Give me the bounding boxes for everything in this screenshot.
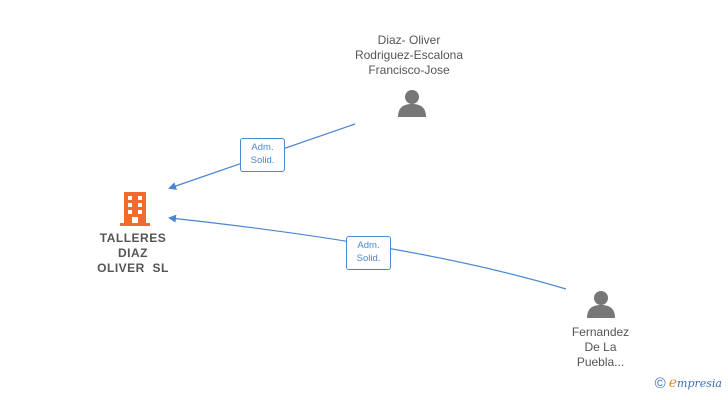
brand-rest: mpresia bbox=[677, 377, 722, 390]
person-name-1-line-1: Diaz- Oliver bbox=[377, 33, 441, 47]
copyright-icon: © bbox=[654, 375, 666, 392]
person-name-2-line-1: Fernandez bbox=[571, 325, 630, 339]
edge-label-1-line-2: Solid. bbox=[250, 155, 275, 166]
edge-label-1: Adm. Solid. bbox=[240, 138, 285, 172]
company-name-line-1: TALLERES bbox=[99, 231, 167, 245]
brand-logo: empresia bbox=[668, 375, 722, 391]
edge-label-2: Adm. Solid. bbox=[346, 236, 391, 270]
person-icon[interactable] bbox=[397, 89, 427, 117]
brand-initial: e bbox=[668, 375, 678, 391]
person-name-2[interactable]: Fernandez De La Puebla... bbox=[548, 325, 653, 370]
person-name-1-line-2: Rodriguez-Escalona bbox=[354, 48, 464, 62]
person-name-1[interactable]: Diaz- Oliver Rodriguez-Escalona Francisc… bbox=[334, 33, 484, 78]
person-icon[interactable] bbox=[586, 290, 616, 318]
edge-label-2-line-1: Adm. bbox=[357, 240, 380, 251]
building-icon[interactable] bbox=[120, 192, 150, 226]
company-name[interactable]: TALLERES DIAZ OLIVER SL bbox=[78, 231, 188, 276]
company-name-line-2: DIAZ bbox=[118, 246, 148, 260]
edge-label-2-line-2: Solid. bbox=[356, 253, 381, 264]
person-name-2-line-2: De La bbox=[584, 340, 617, 354]
company-name-line-3: OLIVER SL bbox=[97, 261, 169, 275]
edge-label-1-line-1: Adm. bbox=[251, 142, 274, 153]
person-name-1-line-3: Francisco-Jose bbox=[368, 63, 450, 77]
edge-line-person2-company bbox=[168, 214, 567, 290]
footer-brand[interactable]: © empresia bbox=[655, 375, 722, 392]
person-name-2-line-3: Puebla... bbox=[576, 355, 625, 369]
